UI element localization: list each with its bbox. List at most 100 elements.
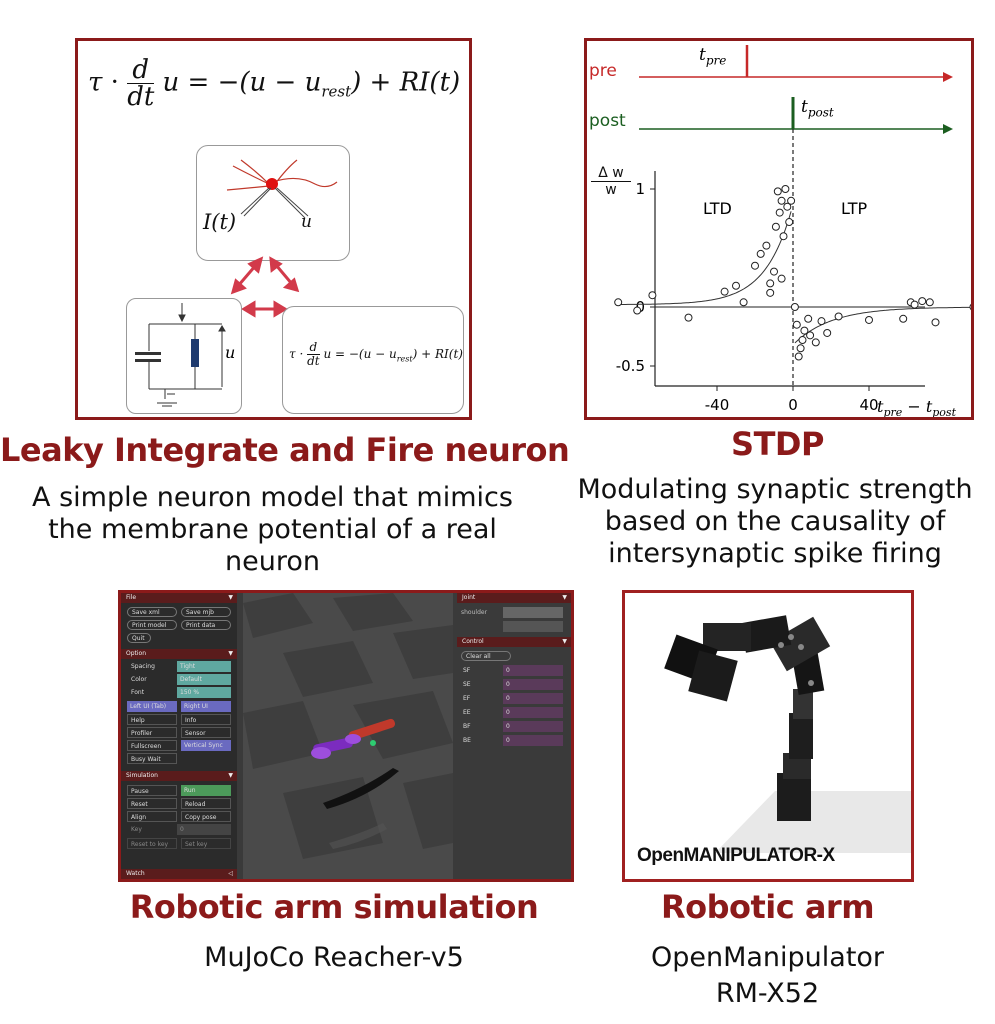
option-section-header[interactable]: Option▼ <box>121 649 237 659</box>
set-key-button[interactable]: Set key <box>181 838 231 849</box>
circuit-voltage-label: u <box>225 343 236 362</box>
control-slider[interactable]: 0 <box>503 735 563 746</box>
data-point <box>817 317 826 326</box>
pause-button[interactable]: Pause <box>127 785 177 796</box>
y-tick-label: 0 <box>635 298 645 316</box>
print-model-button[interactable]: Print model <box>127 620 177 630</box>
simulation-section-header[interactable]: Simulation▼ <box>121 771 237 781</box>
joint-slider-2[interactable] <box>503 621 563 632</box>
data-point <box>720 287 729 296</box>
data-point <box>783 202 792 211</box>
control-label: EF <box>463 695 471 702</box>
control-label: BF <box>463 723 471 730</box>
data-point <box>770 267 778 276</box>
data-point <box>806 331 815 340</box>
control-slider[interactable]: 0 <box>503 665 563 676</box>
lif-panel: τ · d dt u = −(u − urest) + RI(t) I(t) u <box>75 38 472 420</box>
arm-panel: OpenMANIPULATOR-X <box>622 590 914 882</box>
spacing-label: Spacing <box>131 663 155 670</box>
quit-button[interactable]: Quit <box>127 633 151 643</box>
data-point <box>918 297 927 306</box>
t-pre-label: tpre <box>699 45 727 68</box>
reset-button[interactable]: Reset <box>127 798 177 809</box>
data-point <box>823 328 832 337</box>
info-toggle[interactable]: Info <box>181 714 231 725</box>
data-point <box>633 306 642 315</box>
save-mjb-button[interactable]: Save mjb <box>181 607 231 617</box>
data-point <box>787 196 796 205</box>
ltd-fit-curve <box>618 211 792 305</box>
control-slider[interactable]: 0 <box>503 693 563 704</box>
watch-section-header[interactable]: Watch◁ <box>121 869 237 879</box>
stdp-title: STDP <box>731 425 824 463</box>
y-tick-label: 1 <box>635 180 645 198</box>
neuron-box: I(t) u <box>196 145 350 261</box>
joint-section-header[interactable]: Joint▼ <box>457 593 571 603</box>
x-tick-label: -40 <box>705 396 730 414</box>
busy-wait-toggle[interactable]: Busy Wait <box>127 753 177 764</box>
run-button[interactable]: Run <box>181 785 231 796</box>
sensor-toggle[interactable]: Sensor <box>181 727 231 738</box>
control-label: EE <box>463 709 471 716</box>
data-point <box>766 279 775 288</box>
data-point <box>684 313 693 322</box>
data-point <box>785 218 794 227</box>
right-ui-toggle[interactable]: Right UI <box>181 701 231 712</box>
data-point <box>777 196 786 205</box>
help-toggle[interactable]: Help <box>127 714 177 725</box>
data-point <box>834 312 843 321</box>
data-point <box>794 352 803 361</box>
sim-subtitle: MuJoCo Reacher-v5 <box>204 942 464 973</box>
align-button[interactable]: Align <box>127 811 177 822</box>
data-point <box>732 281 740 290</box>
control-slider[interactable]: 0 <box>503 721 563 732</box>
data-point <box>800 326 809 335</box>
clear-all-button[interactable]: Clear all <box>461 651 511 661</box>
shoulder-slider[interactable] <box>503 607 563 618</box>
control-slider[interactable]: 0 <box>503 707 563 718</box>
x-tick-label: 40 <box>859 396 878 414</box>
file-section-header[interactable]: File▼ <box>121 593 237 603</box>
arm-title: Robotic arm <box>660 888 875 926</box>
print-data-button[interactable]: Print data <box>181 620 231 630</box>
left-ui-toggle[interactable]: Left UI (Tab) <box>127 701 177 712</box>
key-input[interactable]: 0 <box>177 824 231 835</box>
data-point <box>910 300 919 309</box>
font-select[interactable]: 150 % <box>177 687 231 698</box>
fullscreen-toggle[interactable]: Fullscreen <box>127 740 177 751</box>
sim-viewport <box>243 593 453 879</box>
y-tick-label: -0.5 <box>616 357 645 375</box>
copy-pose-button[interactable]: Copy pose <box>181 811 231 822</box>
data-point <box>798 336 807 345</box>
neuron-icon <box>226 159 338 219</box>
rc-circuit-icon <box>135 303 226 407</box>
shoulder-label: shoulder <box>461 609 488 616</box>
reset-to-key-button[interactable]: Reset to key <box>127 838 177 849</box>
lif-title: Leaky Integrate and Fire neuron <box>0 431 570 469</box>
circuit-box: u <box>126 298 242 414</box>
data-point <box>775 208 784 217</box>
data-point <box>899 314 908 323</box>
reload-button[interactable]: Reload <box>181 798 231 809</box>
sim-title: Robotic arm simulation <box>129 888 539 926</box>
control-label: SF <box>463 667 471 674</box>
sim-panel: File▼ Save xml Save mjb Print model Prin… <box>118 590 574 882</box>
control-slider[interactable]: 0 <box>503 679 563 690</box>
data-point <box>751 261 759 270</box>
color-label: Color <box>131 676 147 683</box>
data-point <box>792 320 801 329</box>
profiler-toggle[interactable]: Profiler <box>127 727 177 738</box>
ltp-label: LTP <box>841 199 868 218</box>
color-select[interactable]: Default <box>177 674 231 685</box>
data-point <box>771 222 780 231</box>
vsync-toggle[interactable]: Vertical Sync <box>181 740 231 751</box>
data-point <box>804 314 813 323</box>
spacing-select[interactable]: Tight <box>177 661 231 672</box>
current-label: I(t) <box>203 210 237 234</box>
control-section-header[interactable]: Control▼ <box>457 637 571 647</box>
save-xml-button[interactable]: Save xml <box>127 607 177 617</box>
y-axis-label: Δ w w <box>591 165 631 198</box>
data-point <box>762 241 771 250</box>
